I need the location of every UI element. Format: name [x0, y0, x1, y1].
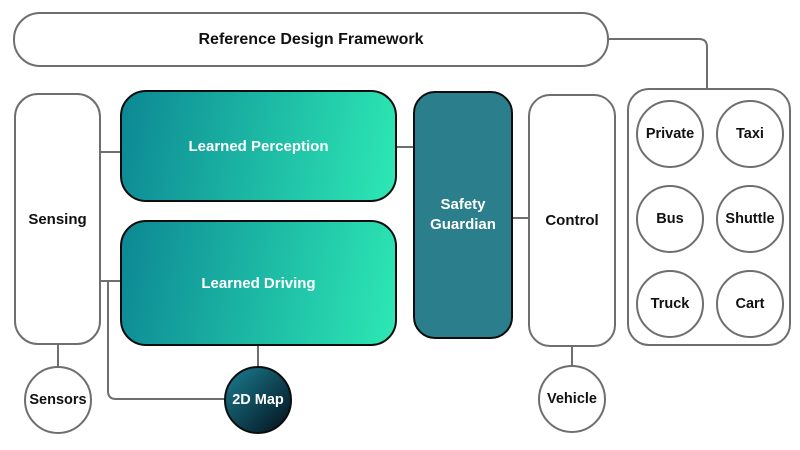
vehicle-node: Vehicle [538, 365, 606, 433]
vehicle-type-cart-label: Cart [735, 296, 765, 312]
vehicle-label: Vehicle [547, 391, 597, 407]
vehicle-type-shuttle: Shuttle [716, 185, 784, 253]
framework-title-box: Reference Design Framework [13, 12, 609, 67]
2d-map-label: 2D Map [232, 392, 284, 408]
vehicle-type-shuttle-label: Shuttle [725, 211, 775, 227]
sensors-node: Sensors [24, 366, 92, 434]
vehicle-type-taxi-label: Taxi [736, 126, 764, 142]
vehicle-types-group: Private Taxi Bus Shuttle Truck Cart [627, 88, 791, 346]
vehicle-type-taxi: Taxi [716, 100, 784, 168]
vehicle-type-private-label: Private [645, 126, 695, 142]
learned-perception-node: Learned Perception [120, 90, 397, 202]
connector-branch-map [107, 282, 225, 400]
vehicle-type-truck: Truck [636, 270, 704, 338]
sensors-label: Sensors [29, 392, 87, 408]
learned-driving-node: Learned Driving [120, 220, 397, 346]
vehicle-type-truck-label: Truck [650, 296, 690, 312]
vehicle-type-bus: Bus [636, 185, 704, 253]
connector-framework-vehicle-types [608, 38, 708, 89]
learned-driving-label: Learned Driving [201, 274, 316, 292]
vehicle-type-bus-label: Bus [656, 211, 684, 227]
sensing-node: Sensing [14, 93, 101, 345]
control-label: Control [545, 212, 599, 229]
safety-guardian-label: Safety Guardian [430, 195, 496, 233]
learned-perception-label: Learned Perception [188, 137, 329, 155]
sensing-label: Sensing [28, 210, 87, 228]
vehicle-type-cart: Cart [716, 270, 784, 338]
safety-guardian-node: Safety Guardian [413, 91, 513, 339]
vehicle-type-private: Private [636, 100, 704, 168]
control-node: Control [528, 94, 616, 347]
2d-map-node: 2D Map [224, 366, 292, 434]
framework-title-label: Reference Design Framework [198, 30, 424, 48]
